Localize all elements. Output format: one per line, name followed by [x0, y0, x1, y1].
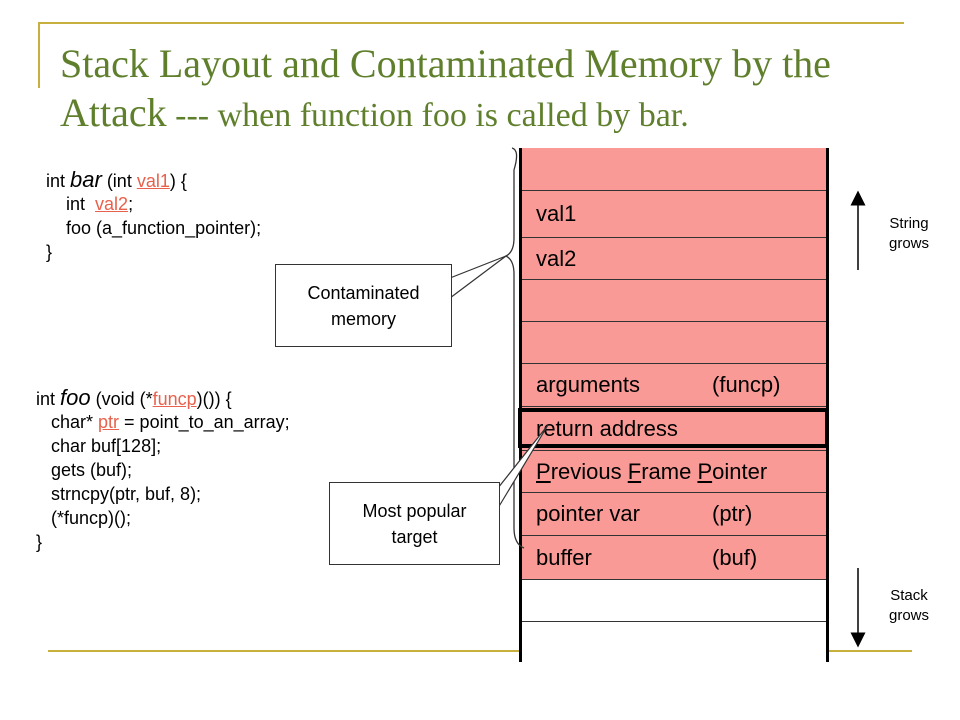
return-address-highlight [518, 408, 829, 448]
stack-cell-arguments: arguments(funcp) [520, 363, 828, 406]
var-val2: val2 [95, 194, 129, 214]
stack-cell-pointer-var: pointer var(ptr) [520, 492, 828, 535]
code-line: gets (buf); [36, 460, 133, 480]
code-line: int val2; [46, 194, 134, 214]
code-line: int bar (int val1) { [46, 167, 187, 192]
bottom-rule [48, 650, 912, 652]
code-line: (*funcp)(); [36, 508, 132, 528]
stack-cell-free-1 [520, 579, 828, 621]
stack-cell-return-address: return address [520, 406, 828, 450]
stack-left-border [519, 148, 522, 662]
stack-cell-buffer: buffer(buf) [520, 535, 828, 579]
title-line-2b: --- when function foo is called by bar. [166, 96, 689, 134]
function-name-foo: foo [60, 385, 91, 410]
param-val1: val1 [136, 171, 170, 191]
stack-right-border [826, 148, 829, 662]
function-name-bar: bar [70, 167, 102, 192]
stack-grows-label: Stack grows [888, 587, 929, 624]
foo-code-block: int foo (void (*funcp)()) { char* ptr = … [36, 386, 290, 554]
code-line: foo (a_function_pointer); [46, 218, 262, 238]
target-callout-pointer [497, 424, 549, 509]
code-line: } [46, 242, 53, 262]
stack-cell-val2: val2 [520, 237, 828, 279]
code-line: int foo (void (*funcp)()) { [36, 385, 232, 410]
code-line: strncpy(ptr, buf, 8); [36, 484, 202, 504]
param-funcp: funcp [152, 389, 197, 409]
left-rule [38, 22, 40, 88]
bar-code-block: int bar (int val1) { int val2; foo (a_fu… [46, 168, 261, 264]
title-line-1: Stack Layout and Contaminated Memory by … [60, 41, 831, 86]
contaminated-callout-pointer [449, 255, 507, 299]
title-line-2a: Attack [60, 89, 167, 135]
code-line: char* ptr = point_to_an_array; [36, 412, 290, 432]
code-line: } [36, 532, 43, 552]
stack-cell-empty-2 [520, 321, 828, 363]
stack-cell-empty-1 [520, 279, 828, 321]
stack-cell-val1: val1 [520, 190, 828, 237]
top-rule [38, 22, 904, 24]
stack-cell-free-2 [520, 621, 828, 660]
code-line: char buf[128]; [36, 436, 162, 456]
stack-diagram: val1 val2 arguments(funcp) return addres… [520, 148, 828, 660]
slide-title: Stack Layout and Contaminated Memory by … [60, 40, 940, 138]
string-grows-label: String grows [888, 215, 929, 252]
var-ptr: ptr [98, 412, 120, 432]
stack-cell-empty-top [520, 148, 828, 190]
